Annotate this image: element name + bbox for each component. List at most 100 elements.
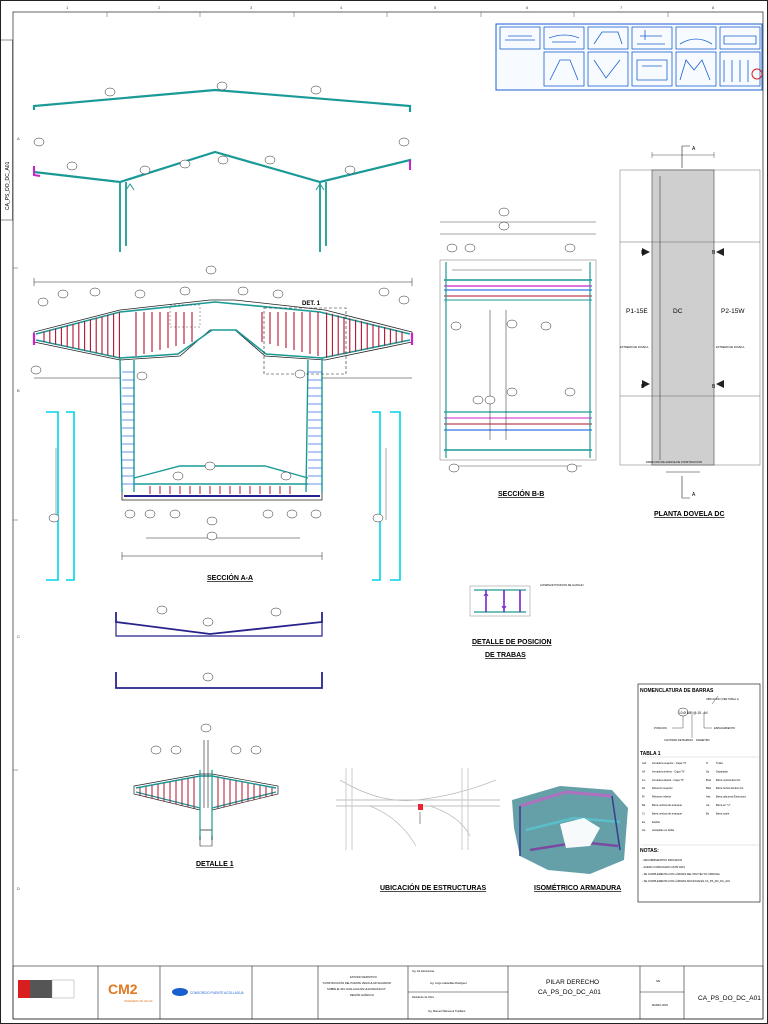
- fecha: MARZO 2023: [652, 1003, 668, 1007]
- top-bar-callouts: [33, 81, 410, 175]
- planta-left-note: EXTREMO DE DOVELA: [620, 345, 649, 349]
- legend-diametro: DIAMETRO: [696, 738, 710, 742]
- tabla-desc: Barra vertical de arranque: [652, 811, 683, 815]
- alternar-note: ALTERNAR POSICION DE GANCHO: [540, 583, 583, 587]
- ing-estructuras-label: Ing. De Estructuras: [412, 969, 435, 973]
- notas-title: NOTAS:: [640, 848, 659, 854]
- proyecto-l1: ESTUDIO DEFINITIVO: [350, 975, 377, 979]
- planta-section-b-1: B: [641, 250, 645, 256]
- isometrico-armadura: [512, 786, 628, 874]
- tabla-desc: Barra suple: [716, 811, 730, 815]
- planta-section-a-bottom: A: [692, 492, 696, 498]
- svg-text:8: 8: [712, 5, 715, 10]
- title-block: [12, 965, 764, 1020]
- svg-text:B: B: [17, 388, 20, 393]
- svg-text:1: 1: [66, 5, 69, 10]
- svg-text:D: D: [17, 886, 20, 891]
- svg-text:CM2: CM2: [108, 981, 138, 997]
- frame-ticks: [13, 12, 669, 771]
- tabla-code: Bhel: [706, 786, 712, 790]
- tabla-code: Ua: [706, 803, 710, 807]
- consorcio-logo: CONSORCIO PUENTE ACOLLAGUA: [172, 988, 245, 996]
- residente-label: Residente de Obra: [412, 995, 434, 999]
- tabla-code: A/A: [642, 761, 646, 765]
- tabla-code: Cl: [642, 811, 645, 815]
- bb-callouts: [446, 207, 578, 473]
- escala: S/E: [656, 979, 660, 983]
- svg-text:7: 7: [620, 5, 623, 10]
- frame-col-labels: 1 2 3 4 5 6 7 8: [66, 5, 715, 10]
- section-bb: [439, 221, 597, 467]
- nota-3: - SE COMPLEMENTA CON LÁMINAS DEL PROYECT…: [642, 872, 721, 876]
- tabla-left: A/A Armadura superior - Capa "N" A/I Armadu…: [642, 761, 686, 832]
- planta-right-label: P2-15W: [721, 308, 745, 315]
- planta-left-label: P1-15E: [626, 308, 648, 315]
- side-strip: [0, 39, 13, 221]
- detalle-trabas-title-2: DE TRABAS: [485, 652, 526, 659]
- flange-stirrups: [43, 312, 403, 358]
- tabla-desc: Armadura lateral - Capa "N": [652, 778, 684, 782]
- tabla-desc: Barra vertical Ext./Int.: [716, 778, 741, 782]
- tabla-desc: Horquillas en doble: [652, 828, 675, 832]
- proyecto-l4: REGIÓN HUÁNUCO: [350, 992, 374, 997]
- det1-tag: DET. 1: [302, 301, 321, 307]
- legend-cantidad: CANTIDAD DE BARRAS: [664, 738, 693, 742]
- aa-callouts: [30, 265, 410, 541]
- proyecto-l3: SOBRE EL RIO HUALLAGA EN HUACRACHUCO": [327, 987, 386, 991]
- planta-right-note: EXTREMO DE DOVELA: [716, 345, 745, 349]
- svg-text:A: A: [17, 136, 20, 141]
- detalle1-stirrups: [139, 777, 273, 809]
- tabla-desc: Armadura superior - Capa "N": [652, 761, 686, 765]
- ing-estructuras: Ing. Jorge Cabanillas Rodriguez: [430, 981, 468, 985]
- legend-ubicacion: UBICACION (VER TABLA 1): [706, 697, 739, 701]
- tabla-code: Abs: [706, 795, 711, 799]
- detalle-trabas-title-1: DETALLE DE POSICION: [472, 639, 552, 646]
- isometrico-title: ISOMÉTRICO ARMADURA: [534, 883, 621, 892]
- planta-title: PLANTA DOVELA DC: [654, 511, 725, 518]
- bottom-slab-marks: [149, 486, 291, 494]
- detalle-1: [133, 740, 279, 847]
- tabla-desc: Refuerzo superior: [652, 786, 673, 790]
- tabla-desc: Barra adicional Estructura: [716, 795, 746, 799]
- tabla-desc: Barra en "U": [716, 803, 730, 807]
- planta-section-b-4: B: [712, 384, 716, 390]
- legend-posicion: POSICION: [654, 726, 667, 730]
- svg-text:CONSORCIO PUENTE ACOLLAGUA: CONSORCIO PUENTE ACOLLAGUA: [190, 991, 245, 995]
- tabla-desc: Separador: [716, 769, 728, 773]
- key-map: [495, 23, 763, 91]
- nota-1: - RECUBRIMIENTOS INDICADOS: [642, 858, 682, 862]
- tabla-code: Ba: [642, 803, 646, 807]
- planta-dovela: [619, 145, 761, 499]
- section-aa: [32, 278, 414, 581]
- legend-espaciamiento: ESPACIAMIENTO: [714, 726, 735, 730]
- tabla-code: Rs: [642, 786, 646, 790]
- tabla-code: Es: [642, 820, 646, 824]
- nota-4: - SE COMPLEMENTA CON LÁMINAS ADICIONALES…: [642, 879, 730, 883]
- detalle1-title: DETALLE 1: [196, 861, 234, 868]
- residente: Ing. Manuel Villanueva Trujillano: [428, 1009, 466, 1013]
- top-slab-bars: [32, 88, 412, 252]
- tabla-code: Ho: [642, 828, 646, 832]
- planta-section-b-2: B: [712, 250, 716, 256]
- plano-codigo: CA_PS_DO_DC_A01: [538, 989, 601, 996]
- tabla-code: Sp: [706, 769, 710, 773]
- svg-text:3: 3: [250, 5, 253, 10]
- svg-text:5: 5: [434, 5, 437, 10]
- tabla-code: Bvel: [706, 778, 711, 782]
- tabla-desc: Armadura inferior - Capa "N": [652, 769, 685, 773]
- tabla-desc: Barra vertical de arranque: [652, 803, 683, 807]
- side-code: CA_PS_DO_DC_A01: [5, 161, 11, 210]
- frame-row-labels: A B C D: [17, 136, 20, 891]
- planta-center-label: DC: [673, 308, 683, 315]
- ubicacion-title: UBICACIÓN DE ESTRUCTURAS: [380, 883, 487, 892]
- tabla-code: Ri: [642, 795, 645, 799]
- legend-title: NOMENCLATURA DE BARRAS: [640, 688, 714, 694]
- tabla-code: A/I: [642, 769, 645, 773]
- svg-text:INGENIERIA DE VALOR: INGENIERIA DE VALOR: [124, 999, 153, 1003]
- svg-text:C: C: [17, 634, 20, 639]
- bars-below-callouts: [156, 605, 282, 682]
- detalle-trabas: [469, 585, 531, 617]
- legend-box: [637, 683, 761, 903]
